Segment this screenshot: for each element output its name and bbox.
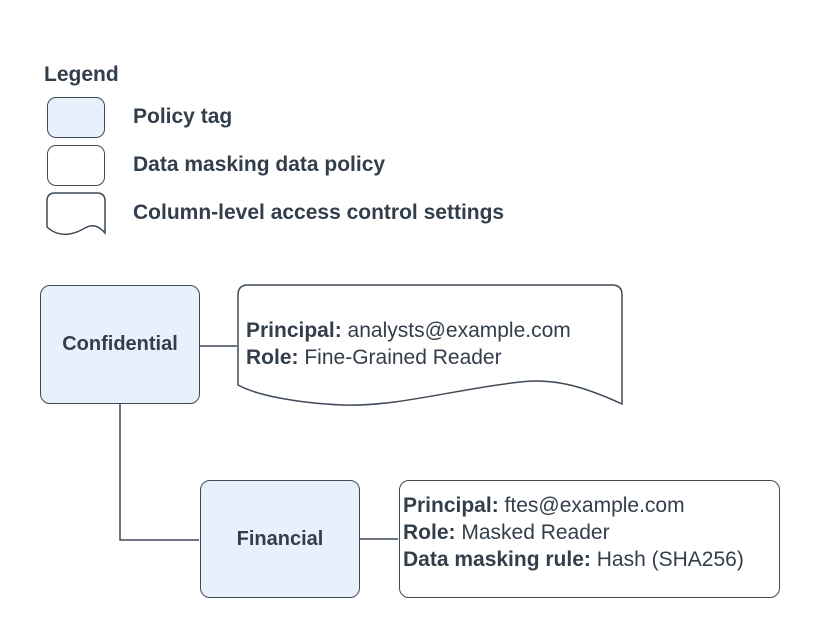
field-value: Fine-Grained Reader: [304, 346, 502, 369]
legend-swatch-policy-tag: [47, 97, 105, 138]
field-label: Principal:: [403, 494, 499, 517]
legend-label-policy-tag: Policy tag: [133, 105, 233, 128]
field-value: Hash (SHA256): [596, 548, 744, 571]
edge-confidential-to-financial: [119, 404, 199, 541]
field-label: Role:: [403, 521, 456, 544]
field-value: Masked Reader: [461, 521, 610, 544]
legend-label-data-masking-policy: Data masking data policy: [133, 153, 386, 176]
document-shape-confidential-settings: [237, 284, 623, 406]
field-value: ftes@example.com: [504, 494, 685, 517]
node-label: Confidential: [62, 333, 178, 355]
field-value: analysts@example.com: [347, 319, 571, 342]
node-financial: Financial: [200, 480, 360, 598]
field-principal: Principal: analysts@example.com: [246, 317, 571, 344]
data-masking-policy-box: [399, 480, 780, 598]
legend-swatch-data-masking-policy: [47, 145, 105, 186]
field-principal: Principal: ftes@example.com: [403, 492, 744, 519]
confidential-settings-text: Principal: analysts@example.com Role: Fi…: [246, 317, 571, 371]
field-masking-rule: Data masking rule: Hash (SHA256): [403, 546, 744, 573]
field-label: Principal:: [246, 319, 342, 342]
node-confidential: Confidential: [40, 285, 200, 404]
field-role: Role: Fine-Grained Reader: [246, 344, 571, 371]
node-label: Financial: [236, 527, 324, 550]
financial-policy-text: Principal: ftes@example.com Role: Masked…: [403, 492, 744, 573]
field-label: Data masking rule:: [403, 548, 591, 571]
field-label: Role:: [246, 346, 299, 369]
legend-label-column-access-settings: Column-level access control settings: [133, 201, 505, 224]
legend-swatch-document-shape: [46, 192, 106, 235]
field-role: Role: Masked Reader: [403, 519, 744, 546]
legend-title: Legend: [44, 63, 119, 86]
